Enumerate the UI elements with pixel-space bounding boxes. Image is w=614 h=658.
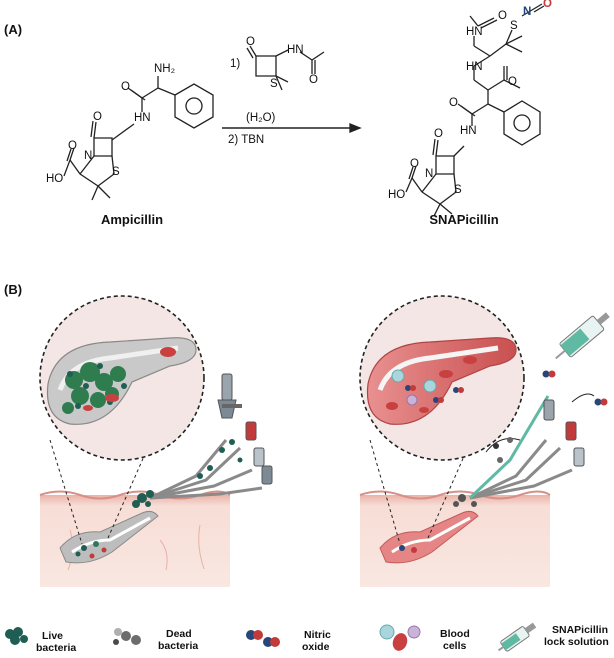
atom-s: S <box>454 184 462 196</box>
atom-o: O <box>410 158 419 170</box>
atom-hn: HN <box>460 125 477 137</box>
dead-bacteria-icon <box>113 628 141 645</box>
atom-hn: HN <box>466 61 483 73</box>
atom-s: S <box>112 166 120 178</box>
nitric-oxide-icon <box>246 630 280 647</box>
atom-n: N <box>84 150 93 162</box>
legend-dead-bacteria-line2: bacteria <box>158 640 199 652</box>
atom-hn: HN <box>466 26 483 38</box>
atom-o: O <box>309 74 318 86</box>
snapicillin-label: SNAPicillin <box>429 212 499 227</box>
atom-o: O <box>93 111 102 123</box>
catheter-ports-right <box>543 399 585 467</box>
syringe-right <box>555 312 610 360</box>
atom-n: N <box>425 168 434 180</box>
ampicillin-label: Ampicillin <box>100 212 164 227</box>
atom-o: O <box>68 140 77 152</box>
legend-blood-cells-line1: Blood <box>440 628 470 640</box>
legend-nitric-oxide-line2: oxide <box>302 641 330 653</box>
atom-nh2: NH₂ <box>154 63 176 75</box>
live-bacteria-icon <box>5 627 28 645</box>
legend-blood-cells-line2: cells <box>443 640 467 652</box>
legend-nitric-oxide-line1: Nitric <box>304 629 331 641</box>
blood-cells-icon <box>379 624 421 651</box>
atom-s: S <box>270 78 278 90</box>
right-scene <box>359 295 610 587</box>
left-scene <box>39 295 273 587</box>
ampicillin-phenyl-ring <box>174 83 214 129</box>
atom-no-n: N <box>523 6 532 18</box>
atom-hn: HN <box>287 44 304 56</box>
atom-ho: HO <box>46 173 64 185</box>
atom-o: O <box>508 76 517 88</box>
atom-hn: HN <box>134 112 151 124</box>
reaction-scheme <box>63 3 545 217</box>
atom-no-o: O <box>543 0 552 10</box>
legend-syringe-line2: lock solution <box>544 636 609 648</box>
condition-step2: 2) TBN <box>228 134 265 146</box>
atom-ho: HO <box>388 189 406 201</box>
atom-o: O <box>449 97 458 109</box>
condition-step1: 1) <box>230 58 241 70</box>
atom-o: O <box>121 81 130 93</box>
condition-solvent: (H₂O) <box>246 112 276 124</box>
atom-o: O <box>498 10 507 22</box>
snapicillin-phenyl-ring <box>503 100 541 146</box>
legend-live-bacteria-line2: bacteria <box>36 642 77 654</box>
panel-a-label: (A) <box>4 22 23 37</box>
legend-dead-bacteria-line1: Dead <box>166 628 192 640</box>
legend-live-bacteria-line1: Live <box>42 630 64 642</box>
catheter-illustration <box>39 295 610 587</box>
legend-syringe-line1: SNAPicillin <box>552 624 609 636</box>
atom-o: O <box>246 36 255 48</box>
catheter-ports-left <box>217 373 273 485</box>
panel-b-label: (B) <box>4 282 23 297</box>
catheter-vessel-right <box>379 510 479 564</box>
syringe-icon <box>497 622 537 652</box>
atom-o: O <box>434 128 443 140</box>
atom-s: S <box>510 20 518 32</box>
